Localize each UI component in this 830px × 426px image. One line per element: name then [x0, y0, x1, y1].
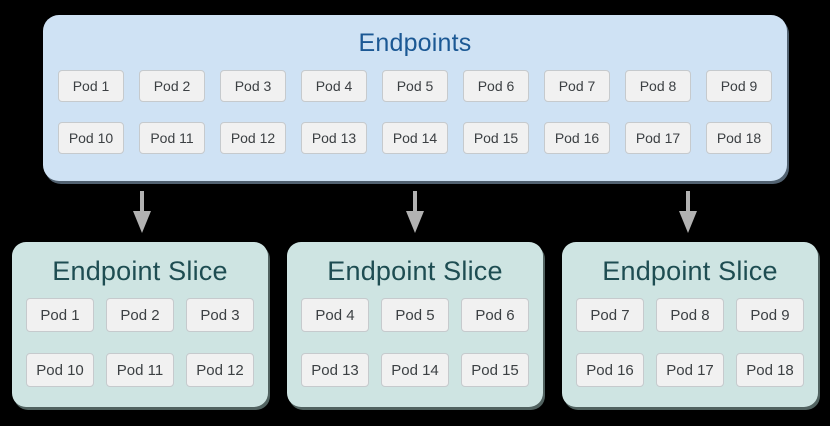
arrow-stem [686, 191, 690, 211]
pod-chip: Pod 2 [139, 70, 205, 102]
pod-chip: Pod 9 [736, 298, 804, 332]
pod-chip: Pod 7 [544, 70, 610, 102]
slice-pod-row-1: Pod 1 Pod 2 Pod 3 [26, 298, 254, 332]
pod-chip: Pod 3 [186, 298, 254, 332]
arrow-stem [413, 191, 417, 211]
pod-chip: Pod 1 [58, 70, 124, 102]
pod-chip: Pod 14 [381, 353, 449, 387]
arrow-head [406, 211, 424, 233]
pod-chip: Pod 16 [576, 353, 644, 387]
pod-chip: Pod 13 [301, 353, 369, 387]
pod-chip: Pod 7 [576, 298, 644, 332]
pod-chip: Pod 15 [463, 122, 529, 154]
pod-chip: Pod 15 [461, 353, 529, 387]
arrow-stem [140, 191, 144, 211]
pod-chip: Pod 5 [381, 298, 449, 332]
endpoint-slice-title: Endpoint Slice [602, 256, 778, 286]
pod-chip: Pod 17 [625, 122, 691, 154]
endpoints-pod-row-1: Pod 1 Pod 2 Pod 3 Pod 4 Pod 5 Pod 6 Pod 7 Pod 8… [58, 70, 772, 102]
slice-pod-row-2: Pod 10 Pod 11 Pod 12 [26, 353, 254, 387]
endpoint-slice-title: Endpoint Slice [327, 256, 503, 286]
pod-chip: Pod 10 [58, 122, 124, 154]
down-arrow-icon [679, 191, 697, 233]
pod-chip: Pod 5 [382, 70, 448, 102]
pod-chip: Pod 8 [625, 70, 691, 102]
down-arrow-icon [133, 191, 151, 233]
slice-pod-grid: Pod 1 Pod 2 Pod 3 Pod 10 Pod 11 Pod 12 [12, 288, 268, 387]
pod-chip: Pod 4 [301, 298, 369, 332]
arrow-head [133, 211, 151, 233]
pod-chip: Pod 2 [106, 298, 174, 332]
endpoints-title: Endpoints [358, 29, 472, 57]
slice-pod-row-2: Pod 16 Pod 17 Pod 18 [576, 353, 804, 387]
pod-chip: Pod 8 [656, 298, 724, 332]
pod-chip: Pod 18 [706, 122, 772, 154]
down-arrow-icon [406, 191, 424, 233]
pod-chip: Pod 3 [220, 70, 286, 102]
pod-chip: Pod 1 [26, 298, 94, 332]
pod-chip: Pod 18 [736, 353, 804, 387]
endpoint-slice-title: Endpoint Slice [52, 256, 228, 286]
pod-chip: Pod 11 [139, 122, 205, 154]
slice-pod-grid: Pod 4 Pod 5 Pod 6 Pod 13 Pod 14 Pod 15 [287, 288, 543, 387]
pod-chip: Pod 10 [26, 353, 94, 387]
endpoints-pod-row-2: Pod 10 Pod 11 Pod 12 Pod 13 Pod 14 Pod 15 Pod … [58, 122, 772, 154]
pod-chip: Pod 12 [220, 122, 286, 154]
pod-chip: Pod 4 [301, 70, 367, 102]
endpoints-box: Endpoints Pod 1 Pod 2 Pod 3 Pod 4 Pod 5 Pod 6… [43, 15, 787, 181]
pod-chip: Pod 6 [463, 70, 529, 102]
pod-chip: Pod 16 [544, 122, 610, 154]
pod-chip: Pod 17 [656, 353, 724, 387]
arrow-head [679, 211, 697, 233]
pod-chip: Pod 12 [186, 353, 254, 387]
slice-pod-grid: Pod 7 Pod 8 Pod 9 Pod 16 Pod 17 Pod 18 [562, 288, 818, 387]
endpoints-pod-grid: Pod 1 Pod 2 Pod 3 Pod 4 Pod 5 Pod 6 Pod 7 Pod 8… [43, 58, 787, 154]
pod-chip: Pod 14 [382, 122, 448, 154]
pod-chip: Pod 9 [706, 70, 772, 102]
slice-pod-row-1: Pod 4 Pod 5 Pod 6 [301, 298, 529, 332]
slice-pod-row-1: Pod 7 Pod 8 Pod 9 [576, 298, 804, 332]
pod-chip: Pod 11 [106, 353, 174, 387]
pod-chip: Pod 6 [461, 298, 529, 332]
slice-pod-row-2: Pod 13 Pod 14 Pod 15 [301, 353, 529, 387]
pod-chip: Pod 13 [301, 122, 367, 154]
